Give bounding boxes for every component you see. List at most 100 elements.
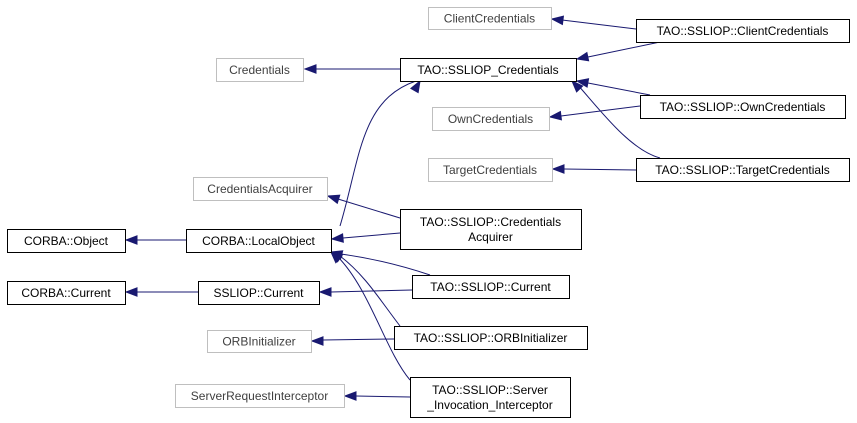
arrowhead-icon [548, 110, 563, 121]
node-box [7, 281, 126, 305]
class-node-orb-initializer: ORBInitializer [207, 330, 312, 353]
node-label: Acquirer [468, 230, 513, 244]
inheritance-edge-tao-ssliop-orb-initializer-to-orb-initializer [310, 336, 395, 346]
node-box [7, 229, 126, 253]
node-box [207, 330, 312, 353]
inheritance-edge-tao-ssliop-target-credentials-to-tao-ssliop-credentials [571, 79, 661, 159]
arrowhead-icon [571, 79, 584, 93]
edge-line [576, 83, 661, 159]
inheritance-edge-tao-ssliop-own-credentials-to-tao-ssliop-credentials [575, 78, 651, 96]
node-label: Credentials [229, 63, 290, 77]
inheritance-edge-tao-ssliop-server-invocation-interceptor-to-server-request-interceptor [343, 391, 411, 401]
arrowhead-icon [575, 78, 590, 88]
class-node-server-request-interceptor: ServerRequestInterceptor [175, 384, 345, 408]
edge-line [337, 256, 411, 381]
class-node-corba-object[interactable]: CORBA::Object [7, 229, 126, 253]
class-node-client-credentials: ClientCredentials [428, 7, 552, 30]
node-box [432, 107, 550, 131]
edge-line [587, 82, 651, 96]
inheritance-edge-ssliop-current-to-corba-current [124, 287, 198, 297]
arrowhead-icon [575, 51, 590, 62]
inheritance-edge-tao-ssliop-credentials-acquirer-to-corba-local-object [330, 232, 401, 243]
edge-line [340, 253, 431, 276]
class-node-tao-ssliop-credentials-acquirer[interactable]: TAO::SSLIOP::CredentialsAcquirer [400, 209, 582, 250]
class-node-tao-ssliop-target-credentials[interactable]: TAO::SSLIOP::TargetCredentials [636, 158, 850, 182]
edge-line [563, 168, 637, 171]
node-box [428, 7, 552, 30]
edge-line [322, 338, 395, 341]
class-node-tao-ssliop-credentials[interactable]: TAO::SSLIOP_Credentials [400, 58, 577, 82]
arrowhead-icon [550, 15, 565, 26]
node-box [412, 275, 570, 299]
node-box [193, 177, 328, 201]
inheritance-edge-tao-ssliop-current-to-corba-local-object [329, 250, 431, 276]
node-label: SSLIOP::Current [213, 286, 304, 300]
node-box [216, 58, 304, 82]
node-label: CredentialsAcquirer [207, 182, 312, 196]
arrowhead-icon [310, 336, 324, 346]
node-label: TAO::SSLIOP::OwnCredentials [660, 100, 826, 114]
node-label: TAO::SSLIOP::Server [432, 383, 548, 397]
class-node-credentials: Credentials [216, 58, 304, 82]
class-node-own-credentials: OwnCredentials [432, 107, 550, 131]
node-box [198, 281, 320, 305]
edge-line [587, 41, 661, 58]
node-label: ServerRequestInterceptor [191, 389, 328, 403]
node-box [394, 326, 588, 350]
inheritance-edge-tao-ssliop-client-credentials-to-client-credentials [550, 15, 637, 30]
arrowhead-icon [409, 79, 421, 94]
arrowhead-icon [318, 287, 332, 297]
node-label: TAO::SSLIOP::ORBInitializer [414, 331, 568, 345]
inheritance-edge-tao-ssliop-own-credentials-to-own-credentials [548, 105, 641, 121]
inheritance-edge-corba-local-object-to-tao-ssliop-credentials [339, 79, 421, 227]
edge-line [339, 80, 417, 227]
class-node-target-credentials: TargetCredentials [428, 158, 553, 182]
node-label: ClientCredentials [444, 12, 535, 26]
node-label: ORBInitializer [222, 335, 295, 349]
inheritance-edge-tao-ssliop-credentials-acquirer-to-credentials-acquirer [326, 194, 401, 219]
class-node-corba-current[interactable]: CORBA::Current [7, 281, 126, 305]
class-node-tao-ssliop-server-invocation-interceptor[interactable]: TAO::SSLIOP::Server_Invocation_Intercept… [410, 377, 571, 418]
node-box [175, 384, 345, 408]
arrowhead-icon [330, 233, 344, 243]
node-box [640, 95, 846, 119]
inheritance-edge-tao-ssliop-credentials-to-credentials [303, 64, 400, 74]
edge-line [337, 198, 401, 219]
edge-line [561, 19, 637, 30]
node-box [400, 58, 577, 82]
inheritance-edge-tao-ssliop-client-credentials-to-tao-ssliop-credentials [575, 41, 661, 62]
nodes: ClientCredentialsCredentialsOwnCredentia… [7, 7, 850, 418]
edge-line [355, 395, 411, 398]
arrowhead-icon [124, 235, 138, 245]
arrowhead-icon [551, 164, 565, 174]
node-label: TargetCredentials [443, 163, 537, 177]
node-label: CORBA::Object [24, 234, 109, 248]
class-node-tao-ssliop-client-credentials[interactable]: TAO::SSLIOP::ClientCredentials [636, 19, 850, 43]
class-node-ssliop-current[interactable]: SSLIOP::Current [198, 281, 320, 305]
node-label: TAO::SSLIOP::TargetCredentials [655, 163, 830, 177]
node-box [636, 19, 850, 43]
arrowhead-icon [343, 391, 357, 401]
class-node-tao-ssliop-own-credentials[interactable]: TAO::SSLIOP::OwnCredentials [640, 95, 846, 119]
inheritance-edge-tao-ssliop-current-to-ssliop-current [318, 287, 413, 297]
inheritance-edge-corba-local-object-to-corba-object [124, 235, 186, 245]
node-box [400, 209, 582, 250]
node-label: TAO::SSLIOP::Credentials [420, 215, 561, 229]
node-box [428, 158, 553, 182]
arrowhead-icon [124, 287, 138, 297]
inheritance-edge-tao-ssliop-server-invocation-interceptor-to-corba-local-object [330, 251, 411, 381]
inheritance-edge-tao-ssliop-target-credentials-to-target-credentials [551, 164, 637, 174]
node-label: CORBA::LocalObject [202, 234, 315, 248]
node-label: CORBA::Current [21, 286, 111, 300]
node-label: OwnCredentials [448, 112, 533, 126]
class-node-corba-local-object[interactable]: CORBA::LocalObject [186, 229, 332, 253]
edge-line [342, 232, 401, 239]
edge-line [339, 255, 401, 327]
class-node-tao-ssliop-current[interactable]: TAO::SSLIOP::Current [412, 275, 570, 299]
class-node-tao-ssliop-orb-initializer[interactable]: TAO::SSLIOP::ORBInitializer [394, 326, 588, 350]
node-box [186, 229, 332, 253]
edge-line [330, 289, 413, 293]
arrowhead-icon [330, 251, 343, 264]
